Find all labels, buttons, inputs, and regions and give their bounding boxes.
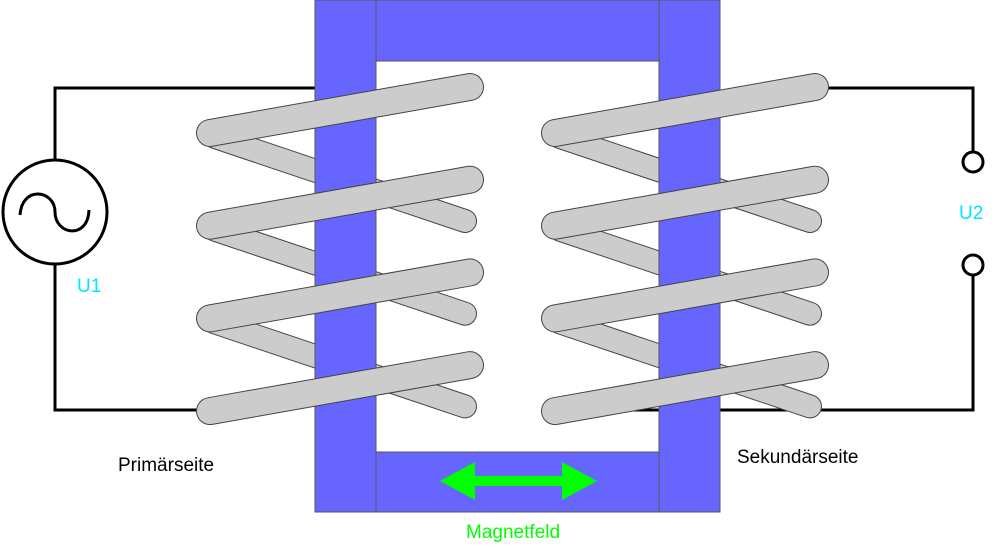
primary-side-label: Primärseite [118,455,215,476]
output-terminal-top [961,150,985,174]
coil-back-segments [203,125,822,419]
secondary-coil-front-turn [542,352,828,425]
coil-front-segments [196,73,829,426]
primary-coil-front-turn [197,352,483,425]
secondary-side-label: Sekundärseite [737,447,859,468]
sine-wave-icon [18,192,91,233]
magnetic-field-arrow-icon [440,462,597,500]
u1-label: U1 [77,276,102,297]
secondary-coil-front-turn [542,74,828,146]
primary-circuit-wires [53,86,330,412]
u2-label: U2 [959,203,984,224]
iron-core [314,0,721,513]
magnetic-field-label: Magnetfeld [466,522,561,543]
primary-coil-front-turn [197,74,483,146]
primary-coil-front-turn [197,259,483,332]
output-terminal-bottom [961,253,985,277]
secondary-coil-front-turn [542,259,828,332]
primary-coil-front-turn [197,166,483,239]
secondary-coil-front-turn [542,166,828,239]
secondary-circuit-wires [600,86,975,412]
